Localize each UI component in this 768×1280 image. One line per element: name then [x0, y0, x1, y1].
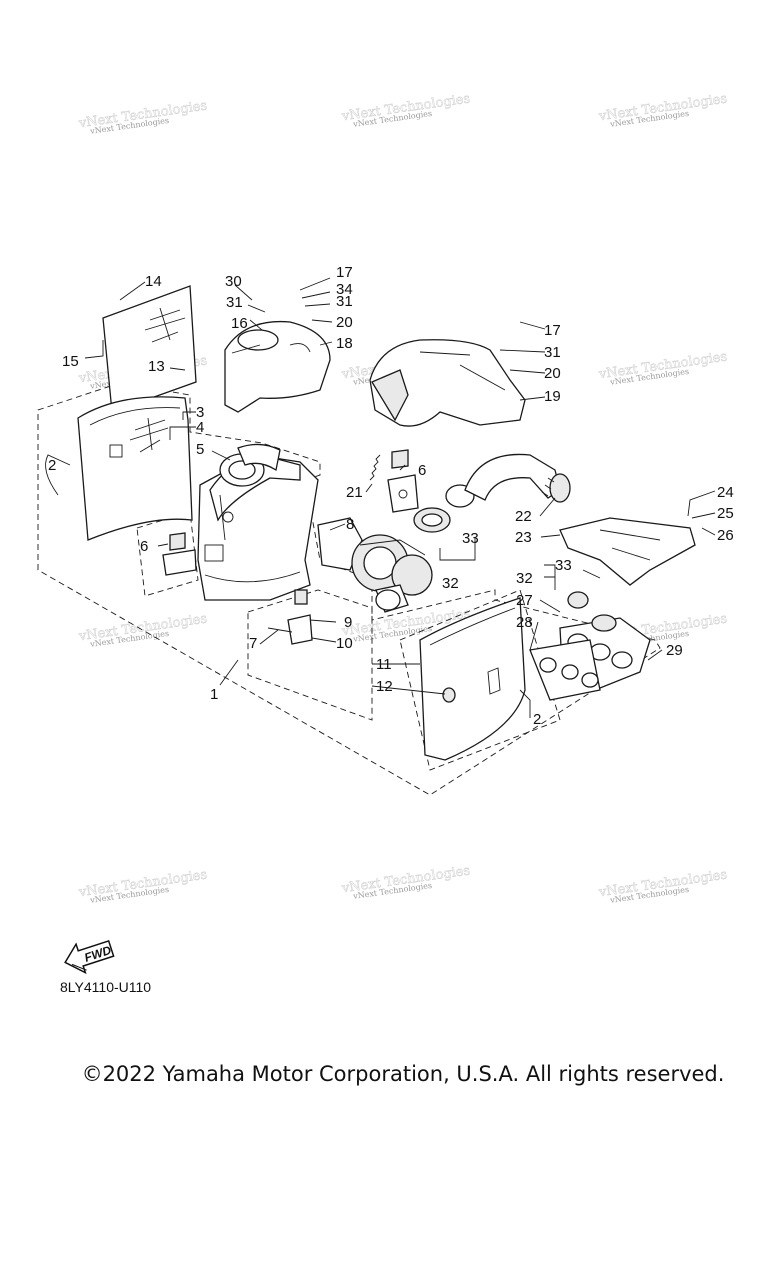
callout-15: 15 [62, 353, 79, 370]
callout-32-a: 32 [442, 575, 459, 592]
callout-10: 10 [336, 635, 353, 652]
callout-5: 5 [196, 441, 204, 458]
bracket-9-10 [267, 589, 313, 645]
callout-21: 21 [346, 484, 363, 501]
callout-3: 3 [196, 404, 204, 421]
copyright-notice: ©2022 Yamaha Motor Corporation, U.S.A. A… [81, 1062, 725, 1086]
callout-31-c: 31 [544, 344, 561, 361]
callout-13: 13 [148, 358, 165, 375]
callout-7: 7 [249, 635, 257, 652]
callout-24: 24 [717, 484, 734, 501]
spring-21 [369, 454, 381, 481]
callout-33-a: 33 [462, 530, 479, 547]
fwd-arrow-icon: FWD [64, 939, 115, 975]
callout-17-a: 17 [336, 264, 353, 281]
callout-8: 8 [346, 516, 354, 533]
callout-22: 22 [515, 508, 532, 525]
callout-26: 26 [717, 527, 734, 544]
rubber-mount-6-upper [387, 449, 419, 513]
callout-6-a: 6 [418, 462, 426, 479]
callout-20-a: 20 [336, 314, 353, 331]
callout-27: 27 [516, 592, 533, 609]
turbocharger-8 [317, 517, 433, 613]
muffler-body [197, 443, 319, 601]
callout-labels: 14 30 31 16 17 34 31 20 18 15 13 17 31 2… [48, 264, 734, 728]
callout-19: 19 [544, 388, 561, 405]
callout-31-a: 31 [226, 294, 243, 311]
callout-31-b: 31 [336, 293, 353, 310]
side-cover-3-4 [77, 396, 193, 541]
callout-2-b: 2 [533, 711, 541, 728]
subassembly-6-outline [136, 511, 199, 597]
callout-23: 23 [515, 529, 532, 546]
heat-shield-16-18 [224, 320, 331, 413]
subassembly-9-10-outline [247, 589, 373, 721]
callout-28: 28 [516, 614, 533, 631]
callout-12: 12 [376, 678, 393, 695]
callout-4: 4 [196, 419, 204, 436]
callout-11: 11 [376, 656, 392, 673]
rubber-mount-6-lower [162, 532, 197, 576]
diagram-part-code: 8LY4110-U110 [60, 979, 151, 995]
exhaust-manifold-27-28 [529, 591, 651, 701]
callout-33-b: 33 [555, 557, 572, 574]
clamp-33-upper [413, 484, 475, 533]
callout-16: 16 [231, 315, 248, 332]
side-cover-11 [419, 597, 526, 761]
callout-6-b: 6 [140, 538, 148, 555]
exhaust-pipe-22 [464, 453, 571, 503]
callout-30: 30 [225, 273, 242, 290]
water-lock-19 [369, 339, 526, 427]
callout-1: 1 [210, 686, 218, 703]
leader-lines [45, 277, 716, 718]
callout-17-b: 17 [544, 322, 561, 339]
callout-29: 29 [666, 642, 683, 659]
heat-shield-23 [559, 517, 696, 586]
callout-25: 25 [717, 505, 734, 522]
callout-9: 9 [344, 614, 352, 631]
callout-32-b: 32 [516, 570, 533, 587]
callout-34: 34 [336, 281, 353, 298]
heat-plate-15 [102, 285, 197, 413]
callout-14: 14 [145, 273, 162, 290]
callout-18: 18 [336, 335, 353, 352]
callout-2-a: 2 [48, 457, 56, 474]
callout-20-b: 20 [544, 365, 561, 382]
